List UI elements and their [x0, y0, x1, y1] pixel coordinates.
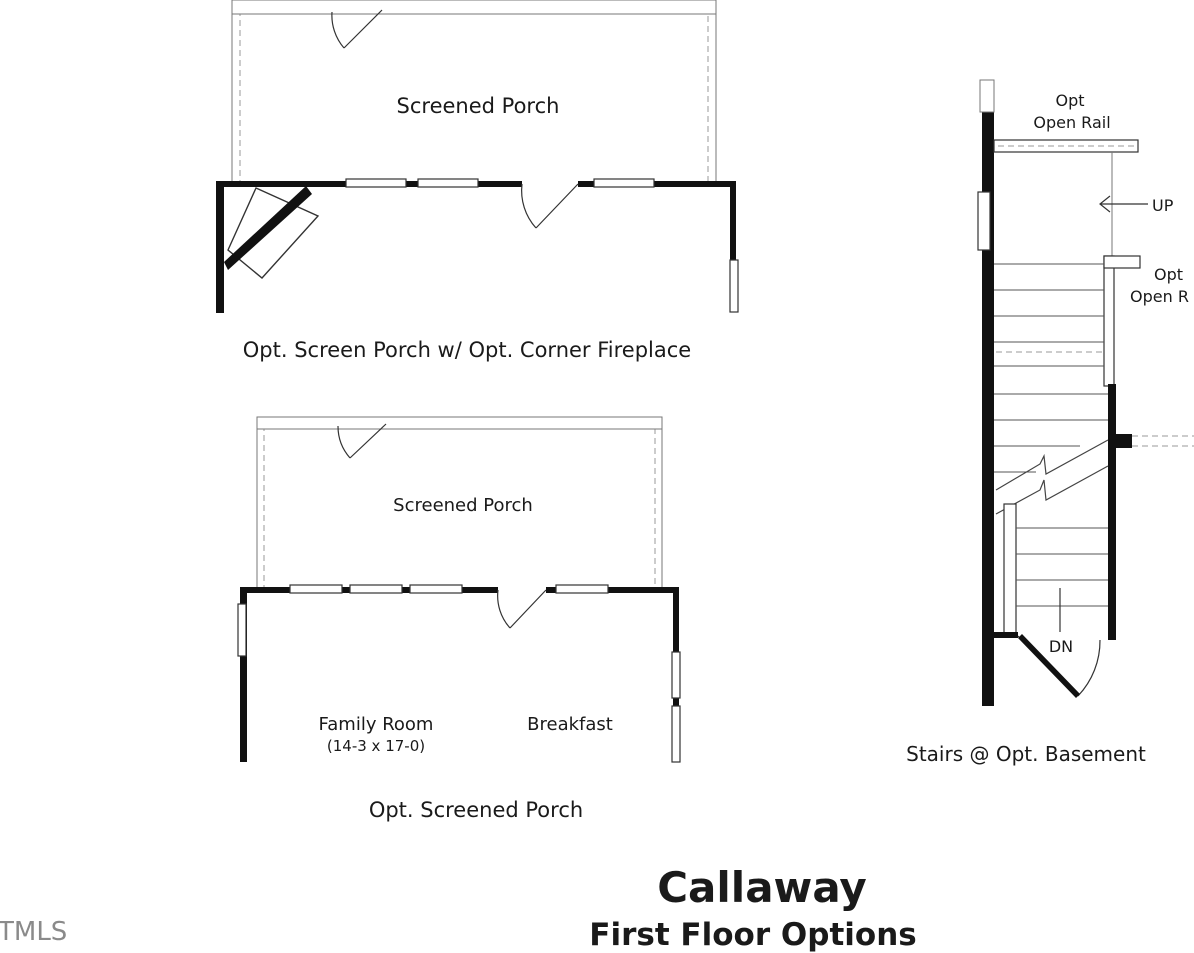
watermark-text: TMLS — [0, 917, 67, 947]
opt-rail-top-line1: Opt — [1055, 91, 1084, 110]
stair-wall-top-stub — [979, 79, 995, 113]
corner-fireplace — [227, 187, 320, 279]
door-a-swing — [521, 183, 579, 229]
window-b-right-1 — [671, 651, 681, 699]
window-b-3 — [409, 584, 463, 594]
opt-rail-side-line1: Opt — [1154, 265, 1183, 284]
door-b-opening — [498, 586, 546, 594]
stair-window-left — [977, 191, 991, 251]
window-a-3 — [593, 178, 655, 188]
side-open-rail-cap — [1103, 255, 1141, 269]
wall-b-left — [240, 587, 247, 762]
door-a-opening — [522, 180, 578, 188]
upper-stair-treads — [994, 263, 1108, 473]
family-room-dims: (14-3 x 17-0) — [327, 737, 425, 755]
window-b-right-2 — [671, 705, 681, 763]
stair-wall-left — [982, 112, 994, 706]
stair-bottom-wall — [994, 632, 1018, 638]
plan-b-porch-label: Screened Porch — [393, 495, 533, 516]
window-b-1 — [289, 584, 343, 594]
stair-break-line-2 — [995, 465, 1109, 515]
stair-break-line — [995, 439, 1109, 491]
door-b-swing — [497, 589, 547, 629]
corner-fireplace-wall — [224, 186, 312, 270]
stair-wall-right-stub — [1116, 434, 1132, 448]
window-a-2 — [417, 178, 479, 188]
plan-c-stairs-basement: Opt Open Rail UP Opt Open R DN Stairs @ … — [906, 79, 1194, 766]
stair-wall-right — [1108, 384, 1116, 640]
top-open-rail — [993, 139, 1139, 153]
up-arrow-icon — [1099, 195, 1148, 213]
plan-c-caption: Stairs @ Opt. Basement — [906, 742, 1146, 766]
porch-a-door-swing — [331, 9, 383, 49]
plan-a-porch-label: Screened Porch — [397, 94, 560, 118]
plan-a-caption: Opt. Screen Porch w/ Opt. Corner Firepla… — [243, 338, 691, 362]
opt-rail-side-line2: Open R — [1130, 287, 1189, 306]
window-b-4 — [555, 584, 609, 594]
basement-stair-inner-wall — [1003, 503, 1017, 635]
porch-b-door-swing — [337, 423, 387, 459]
wall-a-left — [216, 181, 224, 313]
porch-a-outline — [231, 0, 717, 183]
down-label: DN — [1049, 637, 1073, 656]
basement-door-leaf — [1018, 634, 1080, 698]
side-open-rail — [1103, 255, 1115, 387]
plan-a-screen-porch-fireplace: Screened Porch Opt. Screen Porch w/ Opt.… — [216, 0, 739, 362]
lower-stair-treads — [1016, 527, 1108, 607]
family-room-label: Family Room — [319, 714, 434, 735]
up-label: UP — [1152, 196, 1174, 215]
wall-a-right — [730, 181, 736, 261]
window-b-left — [237, 603, 247, 657]
window-a-right — [729, 259, 739, 313]
plan-b-caption: Opt. Screened Porch — [369, 798, 583, 822]
breakfast-label: Breakfast — [527, 714, 613, 735]
plan-subtitle: First Floor Options — [589, 917, 916, 953]
window-a-1 — [345, 178, 407, 188]
window-b-2 — [349, 584, 403, 594]
plan-b-screened-porch: Screened Porch Family Room (14-3 x 17-0)… — [237, 416, 681, 822]
opt-rail-top-line2: Open Rail — [1033, 113, 1110, 132]
plan-title: Callaway — [657, 863, 867, 912]
